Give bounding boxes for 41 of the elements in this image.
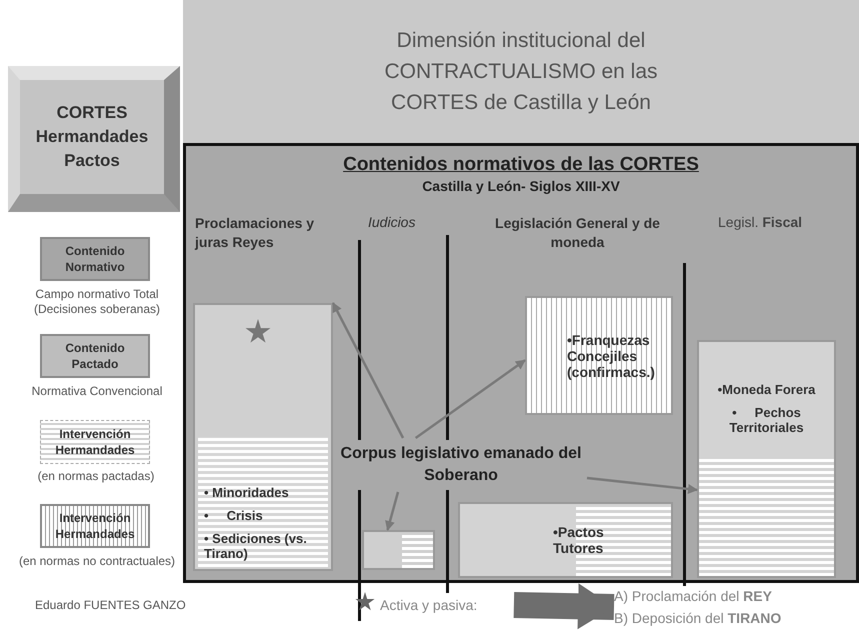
column-box [193,303,333,571]
heading-text: Contenidos normativos de las CORTES [342,154,700,176]
node-text: A) Proclamación del REY [614,587,773,606]
node-text: Corpus legislativo emanado del Soberano [340,444,582,486]
block-arrow [514,583,614,630]
node-text: Intervención Hermandades [54,426,136,458]
arrow [332,302,404,439]
node-text: Contenido Normativo [64,243,126,275]
arrow [414,359,526,440]
node-text: •Moneda Forera [718,382,816,397]
node-text: Activa y pasiva: [380,597,478,613]
caption-text: (en normas no contractuales) [18,554,176,569]
node-text: B) Deposición del TIRANO [614,609,782,628]
node-text: Intervención Hermandades [54,510,136,542]
node-text: • Pechos Territoriales [728,405,805,435]
caption-text: (en normas pactadas) [36,469,156,484]
node-text: • Sediciones (vs. Tirano) [204,531,308,561]
node-text: CORTES Hermandades Pactos [34,102,150,172]
bevel-box [8,66,180,212]
label-text: Eduardo FUENTES GANZO [35,598,187,612]
arrow [385,492,400,531]
subheading-text: Castilla y León- Siglos XIII-XV [421,178,621,194]
label-text: Proclamaciones y juras Reyes [195,214,316,252]
label-text: Legisl. Fiscal [718,214,804,230]
content-box [458,502,673,578]
caption-text: Normativa Convencional [30,384,164,399]
node-text: Contenido Pactado [64,340,126,372]
content-box [697,340,836,578]
label-text: Iudicios [368,214,416,230]
small-box [362,530,435,570]
node-text: • Crisis [204,508,263,523]
node-text: • Minoridades [204,485,289,500]
striped-box [525,296,673,415]
node-text: •Franquezas Concejiles (confirmacs.) [567,332,656,380]
title-band [183,0,859,143]
caption-text: Campo normativo Total (Decisiones soberanas) [32,287,162,317]
label-text: Legislación General y de moneda [495,214,660,252]
node-text: Dimensión institucional del CONTRACTUALISMO en las CORTES de Castilla y León [383,28,659,116]
node-text: •Pactos Tutores [553,524,605,556]
striped-box [198,437,328,567]
arrow [586,476,698,494]
